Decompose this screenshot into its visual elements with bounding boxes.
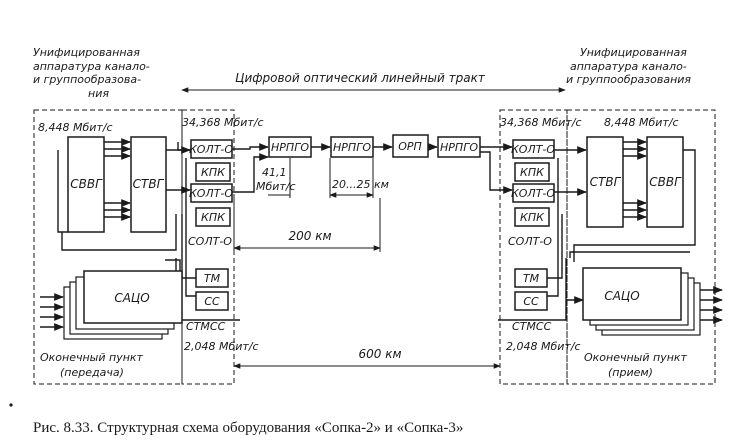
left-rate-2048: 2,048 Мбит/с (184, 340, 259, 353)
line-rate-411: 41,1 (262, 166, 287, 179)
orp-label: ОРП (398, 140, 422, 153)
right-solt-label: СОЛТ-О (508, 235, 552, 248)
right-terminal-sub: (прием) (608, 366, 653, 379)
right-kolt-block-2 (512, 183, 555, 203)
left-terminal-label: Оконечный пункт (40, 351, 144, 364)
left-kolt-label-1: КОЛТ-О (189, 143, 233, 156)
left-stvg-block (130, 136, 167, 233)
dist-200-label: 200 км (288, 229, 331, 243)
left-tm-label: ТМ (204, 272, 221, 285)
svg-text:Унифицированная: Унифицированная (33, 46, 140, 59)
right-kolt-block-1 (512, 139, 555, 159)
left-svvg-label: СВВГ (70, 177, 103, 191)
right-stvg-block (586, 136, 624, 228)
svg-text:и группообразования: и группообразования (566, 73, 691, 86)
right-terminal-label: Оконечный пункт (584, 351, 688, 364)
right-tm-label: ТМ (523, 272, 540, 285)
left-kolt-block-2 (190, 183, 233, 203)
left-heading: Унифицированная аппаратура канало- и гру… (33, 46, 150, 100)
left-ss-label: СС (204, 295, 220, 308)
right-svvg-label: СВВГ (649, 175, 682, 189)
right-ss-label: СС (523, 295, 539, 308)
svg-text:аппаратура канало-: аппаратура канало- (33, 60, 150, 73)
right-kolt-label-2: КОЛТ-О (511, 187, 555, 200)
right-svvg-block (646, 136, 684, 228)
right-stvg-label: СТВГ (590, 175, 622, 189)
dist-600-label: 600 км (358, 347, 401, 361)
left-kolt-label-2: КОЛТ-О (189, 187, 233, 200)
left-terminal-sub: (передача) (60, 366, 124, 379)
right-stvg-svvg-arrows (623, 138, 647, 221)
right-saco-label: САЦО (604, 289, 639, 303)
svg-text:аппаратура канало-: аппаратура канало- (570, 60, 687, 73)
left-kpk-label-2: КПК (201, 211, 226, 224)
left-solt-label: СОЛТ-О (188, 235, 232, 248)
left-stmss-label: СТМСС (186, 320, 226, 333)
line-rate-unit: Мбит/с (256, 180, 296, 193)
left-kpk-block-2 (195, 207, 231, 227)
right-kpk-block-1 (514, 162, 550, 182)
nrp-label-2: НРПГО (333, 141, 371, 154)
figure-caption: Рис. 8.33. Структурная схема оборудовани… (33, 420, 463, 436)
right-heading: Унифицированная аппаратура канало- и гру… (566, 46, 691, 86)
left-ss-block (195, 291, 229, 311)
span-label: 20...25 км (332, 178, 389, 191)
left-kpk-block-1 (195, 162, 231, 182)
left-saco-inputs (40, 293, 64, 331)
left-saco-stack (63, 270, 183, 340)
nrp-label-1: НРПГО (271, 141, 309, 154)
right-kpk-label-2: КПК (520, 211, 545, 224)
left-kpk-label-1: КПК (201, 166, 226, 179)
left-svvg-block (67, 136, 105, 233)
svg-text:и группообразова-: и группообразова- (33, 73, 141, 86)
right-ss-block (514, 291, 548, 311)
right-saco-outputs (700, 286, 723, 324)
right-equipment-region (566, 109, 716, 385)
left-rate-34: 34,368 Мбит/с (182, 116, 264, 129)
tract-title: Цифровой оптический линейный тракт (235, 71, 486, 85)
orp-block (392, 134, 429, 158)
left-stvg-label: СТВГ (133, 177, 165, 191)
right-kpk-block-2 (514, 207, 550, 227)
right-rate-2048: 2,048 Мбит/с (506, 340, 581, 353)
left-svvg-stvg-arrows (104, 138, 131, 221)
right-kolt-label-1: КОЛТ-О (511, 143, 555, 156)
left-rate-848: 8,448 Мбит/с (38, 121, 113, 134)
left-saco-label: САЦО (114, 291, 149, 305)
right-stmss-label: СТМСС (512, 320, 552, 333)
right-rate-34: 34,368 Мбит/с (500, 116, 582, 129)
right-saco-stack (582, 267, 701, 336)
nrp-label-3: НРПГО (440, 141, 478, 154)
svg-text:Унифицированная: Унифицированная (580, 46, 687, 59)
svg-text:ния: ния (88, 87, 109, 100)
right-rate-848: 8,448 Мбит/с (604, 116, 679, 129)
scan-dot (9, 403, 13, 407)
right-kpk-label-1: КПК (520, 166, 545, 179)
